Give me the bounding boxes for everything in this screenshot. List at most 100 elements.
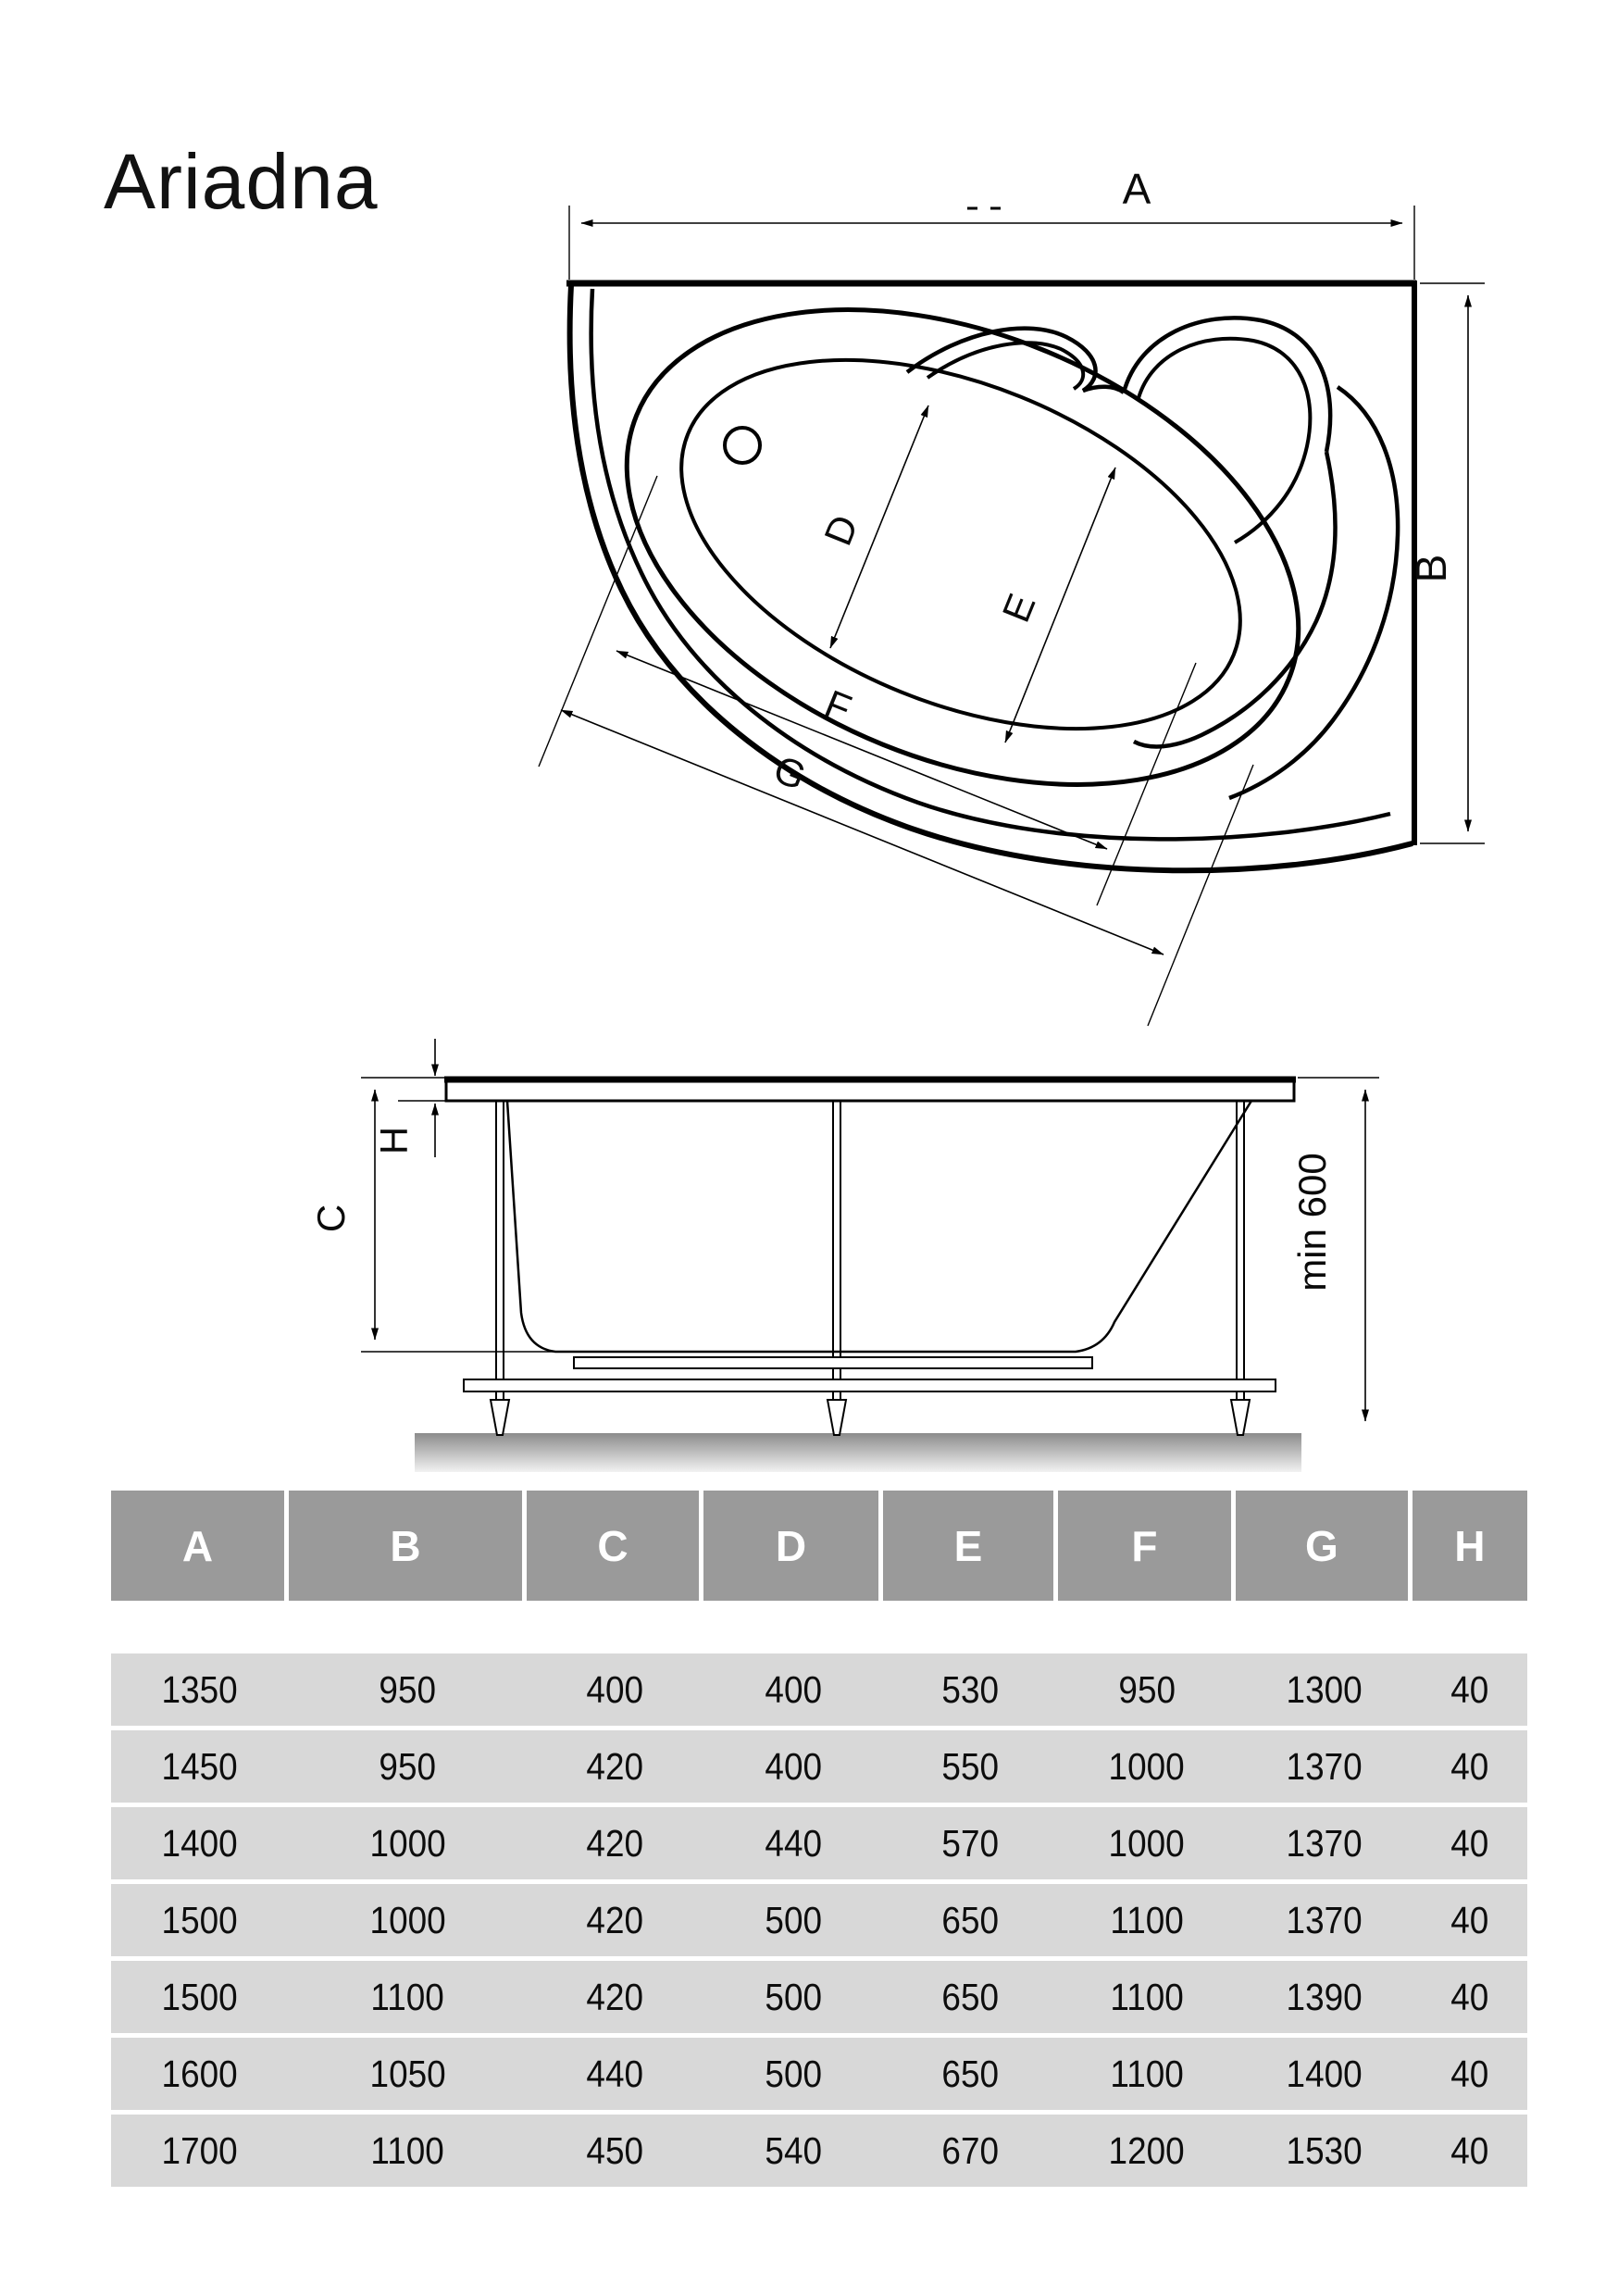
cell-E: 650: [883, 1884, 1058, 1956]
cell-value: 1100: [1110, 2052, 1184, 2095]
cell-value: 1000: [1108, 1821, 1185, 1865]
cell-value: 440: [765, 1821, 822, 1865]
cell-F: 1000: [1058, 1730, 1236, 1803]
cell-G: 1370: [1236, 1807, 1413, 1879]
cell-value: 500: [765, 2052, 822, 2095]
dim-label-E: E: [994, 588, 1044, 629]
cell-C: 400: [527, 1653, 703, 1726]
cell-value: 1700: [161, 2128, 239, 2172]
dim-label-min600: min 600: [1290, 1153, 1334, 1291]
cell-D: 440: [703, 1807, 883, 1879]
side-view-drawing: H C min 600: [309, 1039, 1379, 1472]
cell-value: 450: [586, 2128, 644, 2172]
cell-value: 1000: [369, 1898, 446, 1941]
cell-D: 500: [703, 1961, 883, 2033]
cell-D: 500: [703, 1884, 883, 1956]
adjustable-feet: [489, 1399, 1251, 1436]
cell-value: 420: [586, 1821, 644, 1865]
cell-B: 1000: [289, 1884, 527, 1956]
cell-G: 1300: [1236, 1653, 1413, 1726]
cell-value: 40: [1450, 1667, 1489, 1711]
cell-value: 1530: [1286, 2128, 1363, 2172]
cell-value: 40: [1450, 1898, 1489, 1941]
cell-value: 570: [941, 1821, 1000, 1865]
cell-A: 1600: [111, 2038, 289, 2110]
cell-B: 1000: [289, 1807, 527, 1879]
cell-F: 1100: [1058, 1884, 1236, 1956]
cell-C: 420: [527, 1807, 703, 1879]
cell-G: 1390: [1236, 1961, 1413, 2033]
cell-E: 570: [883, 1807, 1058, 1879]
cell-H: 40: [1413, 1653, 1527, 1726]
cell-value: 40: [1450, 1975, 1489, 2018]
cell-value: 650: [941, 1975, 1000, 2018]
cell-value: 400: [765, 1744, 822, 1788]
cell-value: 420: [586, 1975, 644, 2018]
column-header-H: H: [1412, 1491, 1527, 1601]
ground-shading: [415, 1433, 1301, 1472]
cell-E: 650: [883, 1961, 1058, 2033]
cell-value: 530: [941, 1667, 1000, 1711]
cell-F: 950: [1058, 1653, 1236, 1726]
column-header-F: F: [1057, 1491, 1236, 1601]
cell-value: 500: [765, 1898, 822, 1941]
cell-G: 1530: [1236, 2115, 1413, 2187]
cell-E: 670: [883, 2115, 1058, 2187]
dim-line-D: [829, 405, 929, 649]
top-view-drawing: A D E F G: [538, 165, 1485, 1027]
extension-line: [1147, 764, 1254, 1027]
cell-D: 500: [703, 2038, 883, 2110]
headrest-small-lobe-inner: [926, 341, 1086, 391]
dim-label-D: D: [815, 509, 866, 552]
column-header-B: B: [289, 1491, 528, 1601]
cell-value: 950: [1118, 1667, 1176, 1711]
dim-label-A: A: [1123, 165, 1151, 213]
extension-line: [538, 475, 658, 767]
cell-value: 1000: [1108, 1744, 1185, 1788]
cell-B: 950: [289, 1730, 527, 1803]
cell-value: 1450: [161, 1744, 239, 1788]
headrest-big-lobe-outer: [1121, 316, 1333, 453]
cell-value: 540: [765, 2128, 822, 2172]
table-row: 1350 950 400 400 530 950 1300 40: [111, 1653, 1527, 1726]
cell-H: 40: [1413, 1884, 1527, 1956]
cell-D: 400: [703, 1653, 883, 1726]
cell-C: 440: [527, 2038, 703, 2110]
cell-A: 1350: [111, 1653, 289, 1726]
cell-C: 420: [527, 1961, 703, 2033]
column-header-C: C: [527, 1491, 703, 1601]
cell-value: 1350: [161, 1667, 239, 1711]
cell-value: 950: [379, 1667, 437, 1711]
cell-value: 500: [765, 1975, 822, 2018]
cell-H: 40: [1413, 1807, 1527, 1879]
cell-C: 450: [527, 2115, 703, 2187]
cell-value: 1400: [161, 1821, 239, 1865]
cell-value: 650: [941, 1898, 1000, 1941]
cell-C: 420: [527, 1730, 703, 1803]
cell-value: 400: [586, 1667, 644, 1711]
cell-G: 1370: [1236, 1884, 1413, 1956]
dim-label-C: C: [309, 1204, 353, 1232]
dim-label-H: H: [372, 1127, 416, 1154]
cell-D: 540: [703, 2115, 883, 2187]
dim-label-G: G: [767, 747, 812, 799]
cell-value: 1400: [1286, 2052, 1363, 2095]
table-row: 1400 1000 420 440 570 1000 1370 40: [111, 1807, 1527, 1879]
cell-C: 420: [527, 1884, 703, 1956]
headrest-small-lobe-outer: [905, 326, 1126, 394]
cell-E: 530: [883, 1653, 1058, 1726]
cell-value: 40: [1450, 2128, 1489, 2172]
cell-A: 1400: [111, 1807, 289, 1879]
cell-F: 1100: [1058, 2038, 1236, 2110]
cell-H: 40: [1413, 1961, 1527, 2033]
cell-F: 1000: [1058, 1807, 1236, 1879]
tub-body-profile: [505, 1100, 1253, 1354]
cell-D: 400: [703, 1730, 883, 1803]
cell-value: 1370: [1286, 1821, 1363, 1865]
